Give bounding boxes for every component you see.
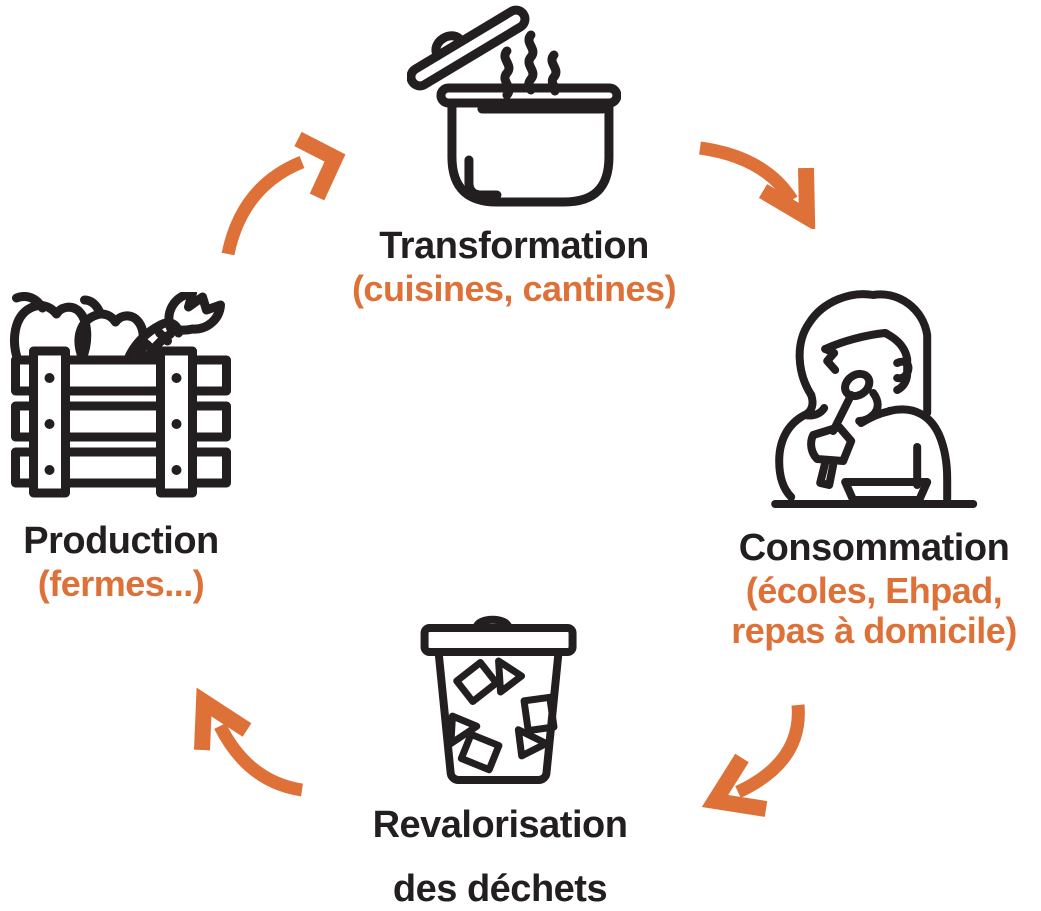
transformation-label: Transformation (379, 225, 649, 267)
arrow-consommation-to-revalorisation (701, 704, 805, 817)
revalorisation-label-line1: Revalorisation (372, 804, 628, 846)
recycle-bin-icon (421, 615, 577, 784)
node-production: Production (fermes...) (9, 292, 234, 604)
consommation-sublabel-line1: (écoles, Ehpad, (745, 569, 1003, 611)
consommation-sublabel-line2: repas à domicile) (731, 610, 1017, 651)
vegetable-crate-icon (10, 292, 231, 498)
person-eating-icon (771, 290, 977, 508)
production-sublabel: (fermes...) (37, 562, 205, 604)
revalorisation-label-line2: des déchets (392, 867, 608, 910)
arrow-transformation-to-consommation (699, 141, 816, 229)
node-consommation: Consommation (écoles, Ehpad, repas à dom… (731, 285, 1017, 651)
transformation-sublabel: (cuisines, cantines) (351, 267, 677, 309)
node-transformation: Transformation (cuisines, cantines) (351, 5, 677, 309)
cooking-pot-icon (406, 5, 621, 207)
arrow-production-to-transformation (221, 131, 346, 256)
node-revalorisation: Revalorisation des déchets (373, 614, 628, 911)
arrow-revalorisation-to-production (194, 687, 304, 797)
consommation-label: Consommation (738, 527, 1010, 569)
production-label: Production (23, 520, 219, 562)
